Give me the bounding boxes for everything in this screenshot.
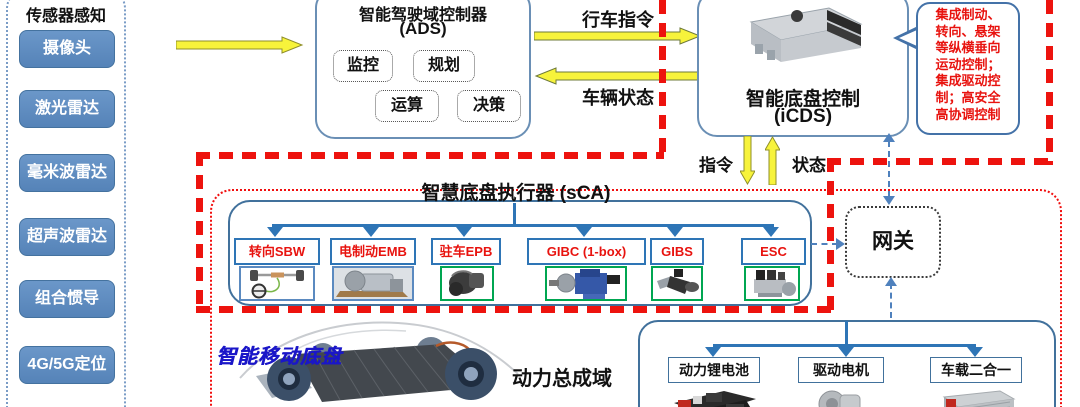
arrow-down-icon: [705, 347, 721, 357]
actuator-gibs-label: GIBS: [650, 238, 704, 265]
battery-image: [674, 391, 756, 407]
arrow-up-icon: [885, 277, 897, 286]
arrow-up-icon: [883, 133, 895, 142]
sensor-panel: 传感器感知 摄像头 激光雷达 毫米波雷达 超声波雷达 组合惯导 4G/5G定位: [6, 0, 126, 407]
icds-title: 智能底盘控制: [745, 89, 860, 110]
callout-line: 等纵横垂向: [935, 40, 1001, 56]
arrow-down-icon: [456, 227, 472, 237]
chassis-domain-boundary: [196, 152, 203, 313]
arrow-down-icon: [967, 347, 983, 357]
sensor-item-ultrasonic-radar: 超声波雷达: [19, 218, 115, 256]
mobile-chassis-boundary: [210, 189, 1062, 407]
arrow-right-icon: [836, 238, 845, 250]
arrow-down-icon: [667, 227, 683, 237]
sensor-panel-title: 传感器感知: [25, 8, 106, 25]
powertrain-item-motor: 驱动电机: [798, 357, 884, 383]
command-down-arrow-icon: [740, 136, 755, 185]
vehicle-status-label: 车辆状态: [582, 88, 654, 108]
drive-command-label: 行车指令: [582, 10, 654, 30]
epb-image: [440, 266, 494, 301]
chassis-domain-boundary: [827, 158, 1054, 165]
sensor-item-imu-gnss: 组合惯导: [19, 280, 115, 318]
sca-gateway-link: [811, 243, 838, 245]
gibs-image: [651, 266, 703, 301]
powertrain-label: 动力总成域: [512, 368, 612, 390]
powertrain-item-battery: 动力锂电池: [668, 357, 760, 383]
actuator-esc-label: ESC: [741, 238, 806, 265]
sensor-item-4g5g: 4G/5G定位: [19, 346, 115, 384]
ads-module-monitor: 监控: [333, 50, 393, 82]
ads-module-planning: 规划: [413, 50, 475, 82]
callout-line: 转向、悬架: [935, 23, 1001, 39]
ads-subtitle: (ADS): [399, 19, 447, 38]
motor-image: [818, 390, 861, 407]
ecu-image: [749, 7, 863, 62]
status-up-arrow-icon: [765, 136, 780, 185]
arrow-down-icon: [883, 196, 895, 205]
callout-line: 集成制动、: [935, 7, 1001, 22]
powertrain-item-obc: 车载二合一: [930, 357, 1022, 383]
chassis-label: 智能移动底盘: [216, 346, 342, 368]
arrow-down-icon: [267, 227, 283, 237]
sca-executor-box: [228, 200, 812, 306]
charger-image: [942, 390, 1016, 407]
callout-tail-fill: [899, 30, 917, 46]
chassis-domain-boundary: [1046, 0, 1053, 165]
ads-module-compute: 运算: [375, 90, 439, 122]
sensor-item-camera: 摄像头: [19, 30, 115, 68]
sca-tree-trunk: [513, 203, 516, 226]
gibc-image: [545, 266, 627, 301]
sensor-item-lidar: 激光雷达: [19, 90, 115, 128]
powertrain-tree-bar: [713, 344, 976, 347]
callout-line: 制；高安全: [935, 89, 1001, 105]
drive-command-arrow-icon: [534, 27, 702, 45]
ads-title: 智能驾驶域控制器: [358, 7, 487, 24]
arrow-down-icon: [363, 227, 379, 237]
sca-title: 智慧底盘执行器 (sCA): [421, 183, 611, 204]
esc-image: [744, 266, 800, 301]
vehicle-status-arrow-icon: [534, 67, 702, 85]
arrow-down-icon: [576, 227, 592, 237]
icds-controller-box: 智能底盘控制 (iCDS): [697, 0, 909, 137]
gateway-box: 网关: [845, 206, 941, 278]
actuator-epb-label: 驻车EPB: [431, 238, 501, 265]
actuator-sbw-label: 转向SBW: [234, 238, 320, 265]
status-label: 状态: [792, 156, 826, 175]
arrow-down-icon: [763, 227, 779, 237]
command-label: 指令: [699, 156, 733, 175]
chassis-domain-boundary: [659, 0, 666, 157]
powertrain-gateway-link: [890, 283, 892, 318]
arrow-down-icon: [838, 347, 854, 357]
callout-line: 高协调控制: [935, 106, 1001, 122]
emb-image: [332, 266, 414, 301]
ads-controller-box: 智能驾驶域控制器 (ADS) 监控 规划 运算 决策: [315, 0, 531, 139]
callout-line: 集成驱动控: [935, 73, 1001, 89]
sensor-to-ads-arrow-icon: [176, 36, 304, 54]
callout-line: 运动控制；: [935, 56, 1001, 72]
chassis-domain-boundary: [827, 158, 834, 313]
actuator-emb-label: 电制动EMB: [330, 238, 416, 265]
chassis-domain-boundary: [196, 152, 664, 159]
sbw-image: [239, 266, 315, 301]
sensor-item-mmwave-radar: 毫米波雷达: [19, 154, 115, 192]
icds-callout: 集成制动、 转向、悬架 等纵横垂向 运动控制； 集成驱动控 制；高安全 高协调控…: [916, 2, 1020, 135]
ads-module-decision: 决策: [457, 90, 521, 122]
icds-subtitle: (iCDS): [773, 106, 833, 127]
actuator-gibc-label: GIBC (1-box): [527, 238, 646, 265]
chassis-image: [239, 321, 519, 402]
icds-gateway-link: [888, 141, 890, 197]
chassis-domain-boundary: [196, 306, 834, 313]
powertrain-tree-trunk: [845, 321, 848, 346]
sca-tree-bar: [272, 224, 774, 227]
